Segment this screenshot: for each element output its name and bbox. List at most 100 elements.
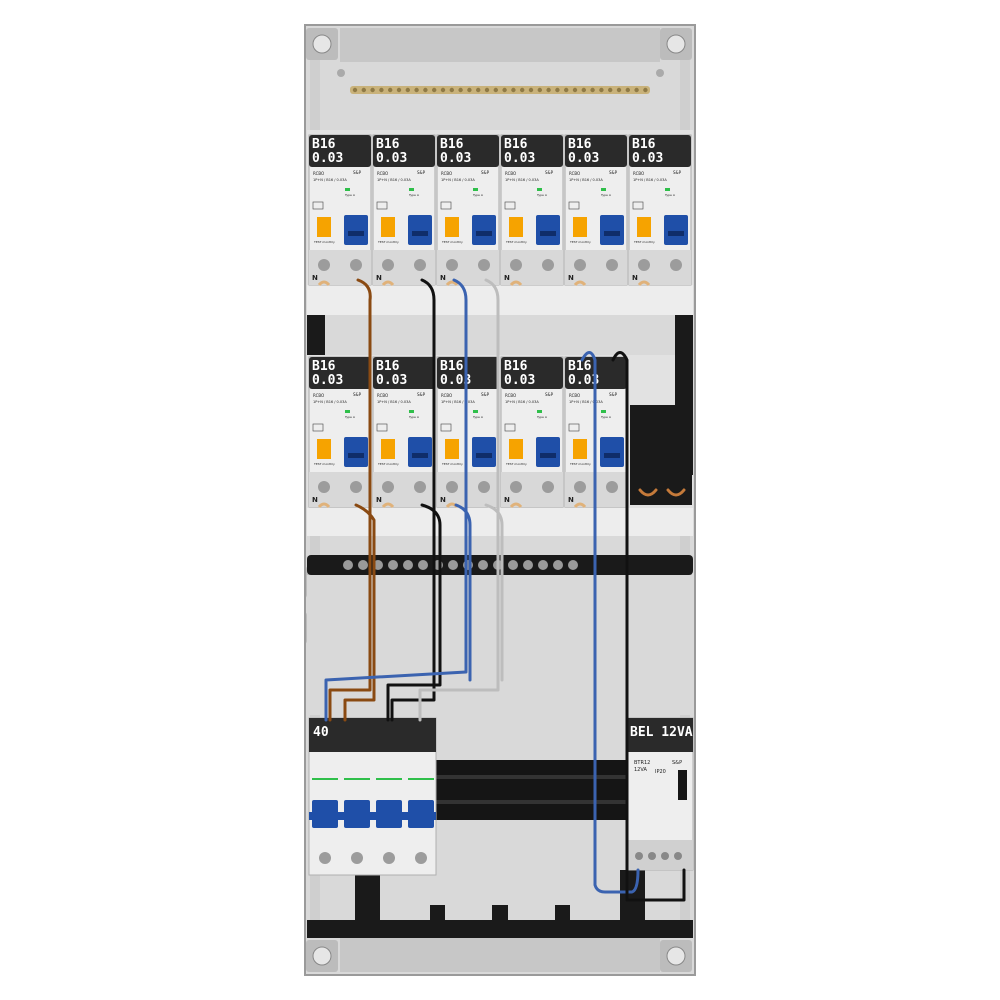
terminal-screw	[508, 560, 518, 570]
busbar-tooth	[440, 87, 446, 93]
busbar-tooth	[414, 87, 419, 93]
wire-grey-1	[418, 278, 500, 722]
rcbo-brand: S&P	[609, 392, 618, 397]
rcbo-rating: B16	[632, 137, 656, 152]
rcbo-type-a: Type A	[600, 193, 612, 197]
rcbo-type-a: Type A	[408, 415, 420, 419]
neutral-bar-row-2	[307, 508, 693, 536]
terminal-screw	[403, 560, 413, 570]
rcbo-marking	[440, 201, 452, 210]
terminal-screw	[358, 560, 368, 570]
rcbo-brand: S&P	[417, 392, 426, 397]
rcbo-marking	[504, 423, 516, 432]
bell-transformer-label: BEL 12VA	[630, 725, 693, 740]
test-button	[573, 439, 587, 459]
rcbo-type-a: Type A	[344, 415, 356, 419]
test-button	[445, 439, 459, 459]
terminal-screw	[568, 560, 578, 570]
terminal-screw	[478, 560, 488, 570]
rcbo-terminal-block	[373, 250, 435, 285]
neutral-link	[381, 502, 395, 509]
terminal-screw-n	[510, 481, 522, 493]
busbar-tooth	[564, 87, 569, 93]
busbar-tooth	[396, 87, 402, 93]
toggle-lever	[348, 453, 364, 458]
rcbo-indicator	[409, 410, 414, 413]
wire-black-1	[390, 278, 436, 722]
rcbo-head	[501, 357, 563, 389]
wire-brown-1	[328, 278, 372, 722]
busbar-tooth	[379, 87, 384, 93]
busbar-tooth	[502, 87, 507, 93]
busbar-tooth	[493, 87, 498, 93]
toggle-switch	[536, 437, 560, 467]
rcbo-type: RCBO	[313, 393, 324, 398]
terminal-screw-l	[414, 259, 426, 271]
neutral-bar-row-1	[307, 285, 693, 315]
pole-indicator	[344, 778, 370, 780]
rcbo-test-label: TEST monthly	[313, 240, 335, 244]
rcbo-sensitivity: 0.03	[504, 373, 535, 388]
rcbo-rating: B16	[440, 359, 464, 374]
rcbo-test-label: TEST monthly	[441, 240, 463, 244]
test-button	[573, 217, 587, 237]
rcbo-terminal-n: N	[568, 274, 574, 282]
rcbo-type: RCBO	[441, 393, 452, 398]
test-button	[509, 439, 523, 459]
terminal-screw-n	[382, 259, 394, 271]
terminal-screw-l	[606, 259, 618, 271]
rcbo-terminal-block	[501, 472, 563, 507]
screw-icon	[666, 34, 686, 54]
rcbo-terminal-n: N	[440, 274, 446, 282]
terminal-screw-l	[606, 481, 618, 493]
rcbo-marking	[568, 201, 580, 210]
din-rail-row-3-edge	[436, 775, 626, 779]
rcbo-type: RCBO	[569, 171, 580, 176]
rcbo-sensitivity: 0.03	[312, 151, 343, 166]
bell-indicator	[678, 770, 687, 800]
busbar-tooth	[458, 87, 463, 93]
rcbo-marking	[312, 423, 324, 432]
toggle-switch	[600, 437, 624, 467]
terminal-screw	[538, 560, 548, 570]
rcbo-type-a: Type A	[344, 193, 356, 197]
test-button	[381, 217, 395, 237]
busbar-tooth	[511, 87, 516, 93]
rcbo-test-label: TEST monthly	[569, 462, 591, 466]
rcbo-type: RCBO	[313, 171, 324, 176]
rcbo-rating: B16	[568, 359, 592, 374]
busbar-tooth	[616, 87, 622, 93]
pole-indicator	[408, 778, 434, 780]
rcbo-test-label: TEST monthly	[505, 462, 527, 466]
busbar-tooth	[388, 87, 393, 93]
rcbo-type-a: Type A	[472, 193, 484, 197]
neutral-link	[637, 280, 651, 287]
rcbo-sensitivity: 0.03	[312, 373, 343, 388]
terminal-screw-l	[414, 481, 426, 493]
busbar-tooth	[590, 87, 595, 93]
rcbo-type-a: Type A	[536, 193, 548, 197]
rcbo-test-label: TEST monthly	[441, 462, 463, 466]
terminal-screw-l	[542, 481, 554, 493]
rcbo-brand: S&P	[545, 392, 554, 397]
terminal-screw-n	[510, 259, 522, 271]
busbar-tooth	[528, 87, 534, 93]
rcbo-sensitivity: 0.03	[440, 373, 471, 388]
din-rail-row-3-edge-2	[436, 800, 626, 804]
rcbo-brand: S&P	[481, 170, 490, 175]
black-bracket-left	[307, 315, 325, 355]
rcbo-head	[309, 135, 371, 167]
rcbo-terminal-block	[309, 250, 371, 285]
rcbo-marking	[440, 423, 452, 432]
busbar-tooth	[370, 87, 375, 93]
wire-blue-1	[324, 278, 468, 722]
rcbo-head	[629, 135, 691, 167]
toggle-switch	[536, 215, 560, 245]
rcbo-rating: B16	[376, 359, 400, 374]
